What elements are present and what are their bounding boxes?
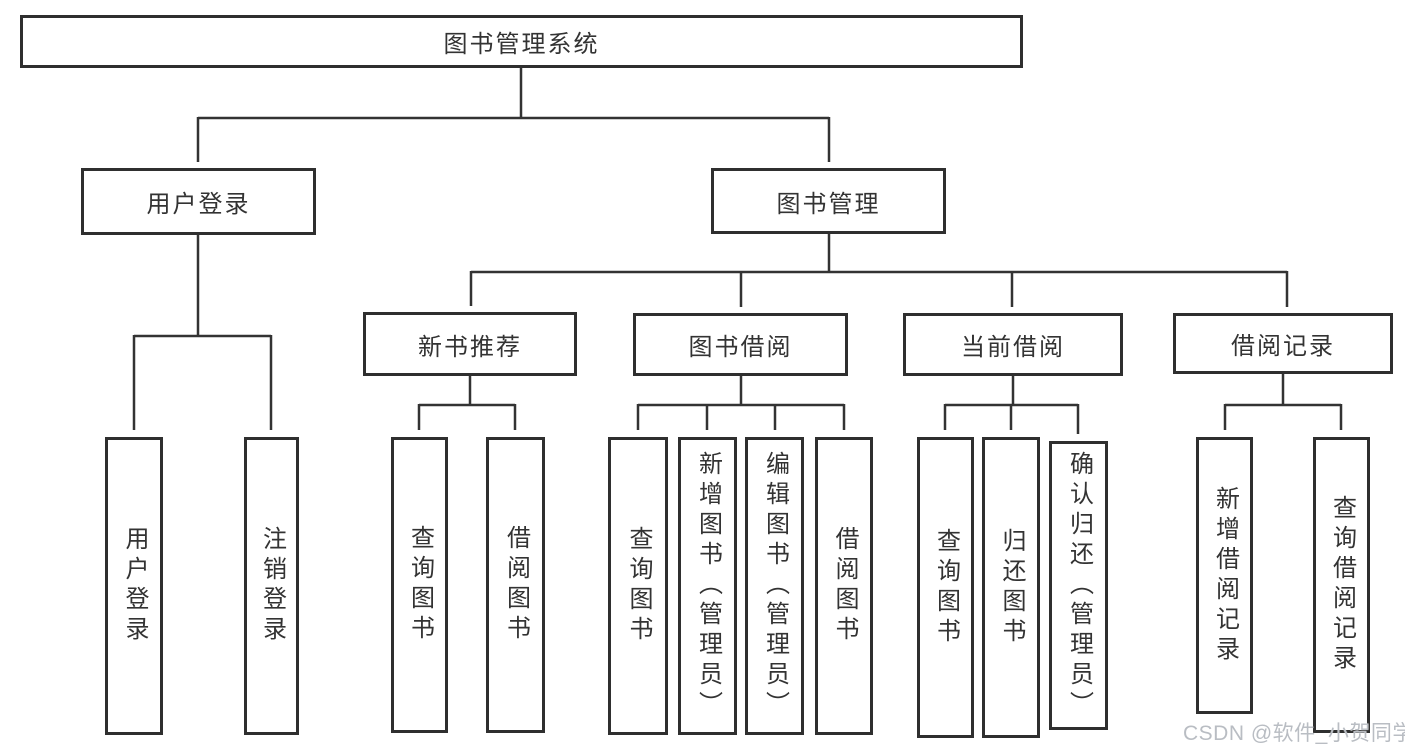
- node-library-management-system: 图书管理系统: [20, 15, 1023, 68]
- node-label: 当前借阅: [961, 334, 1065, 361]
- leaf-label: 新增借阅记录: [1211, 485, 1239, 666]
- node-label: 图书管理: [776, 190, 881, 218]
- leaf-label: 归还图书: [998, 527, 1025, 648]
- leaf-logout: 注销登录: [244, 437, 299, 735]
- node-label: 新书推荐: [418, 333, 522, 361]
- leaf-label: 借阅图书: [831, 526, 858, 646]
- leaf-label: 查询图书: [932, 527, 960, 648]
- leaf-confirm-return-admin: 确认归还（管理员）: [1049, 441, 1108, 730]
- leaf-add-borrow-record: 新增借阅记录: [1196, 437, 1253, 714]
- leaf-user-login: 用户登录: [105, 437, 163, 735]
- leaf-borrow-books-2: 借阅图书: [815, 437, 873, 735]
- leaf-label: 确认归还（管理员）: [1065, 450, 1093, 721]
- node-label: 用户登录: [146, 191, 251, 218]
- node-borrowing-records: 借阅记录: [1173, 313, 1393, 374]
- node-book-management-branch: 图书管理: [711, 168, 946, 234]
- leaf-label: 查询借阅记录: [1328, 495, 1356, 675]
- leaf-label: 查询图书: [406, 525, 434, 645]
- csdn-watermark: CSDN @软件_小贺同学: [1183, 722, 1405, 745]
- leaf-label: 注销登录: [258, 526, 286, 646]
- leaf-edit-books-admin: 编辑图书（管理员）: [745, 437, 804, 735]
- leaf-label: 编辑图书（管理员）: [761, 451, 789, 721]
- leaf-label: 新增图书（管理员）: [694, 451, 722, 721]
- node-book-borrowing: 图书借阅: [633, 313, 848, 376]
- node-current-borrowing: 当前借阅: [903, 313, 1123, 376]
- leaf-label: 查询图书: [625, 526, 652, 646]
- node-label: 图书管理系统: [443, 31, 600, 58]
- node-user-login-branch: 用户登录: [81, 168, 316, 235]
- leaf-query-books-2: 查询图书: [608, 437, 668, 735]
- leaf-label: 用户登录: [121, 526, 148, 646]
- leaf-query-borrow-record: 查询借阅记录: [1313, 437, 1370, 733]
- node-label: 图书借阅: [688, 334, 793, 361]
- leaf-label: 借阅图书: [502, 525, 530, 645]
- leaf-add-books-admin: 新增图书（管理员）: [678, 437, 737, 735]
- leaf-query-books-3: 查询图书: [917, 437, 974, 738]
- leaf-borrow-books-1: 借阅图书: [486, 437, 545, 733]
- leaf-query-books-1: 查询图书: [391, 437, 448, 733]
- node-label: 借阅记录: [1231, 333, 1335, 360]
- leaf-return-books: 归还图书: [982, 437, 1040, 738]
- node-new-book-recommend: 新书推荐: [363, 312, 577, 376]
